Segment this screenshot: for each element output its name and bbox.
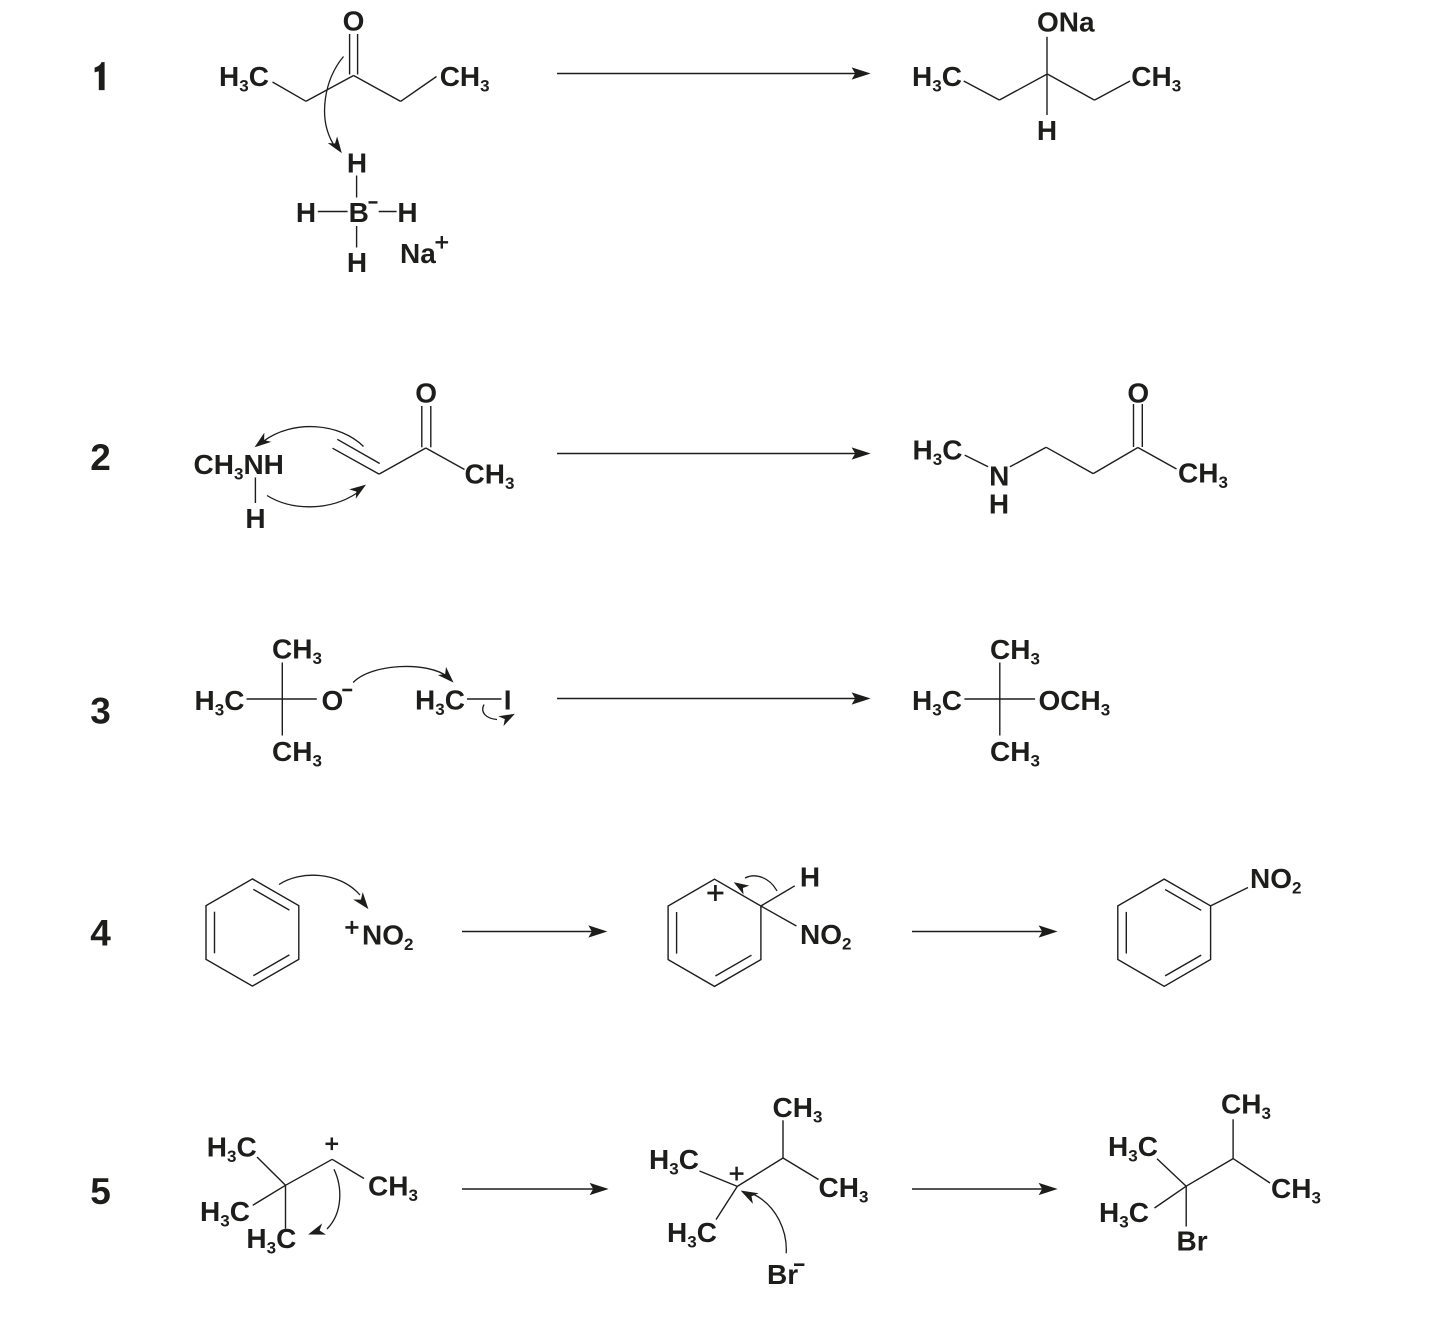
svg-text:H3C: H3C [195, 685, 245, 720]
svg-text:H: H [800, 862, 820, 893]
svg-text:H3C: H3C [219, 61, 269, 96]
svg-text:CH3: CH3 [1131, 61, 1181, 96]
svg-text:CH3: CH3 [368, 1170, 418, 1205]
svg-text:2: 2 [90, 437, 111, 478]
svg-text:CH3: CH3 [1178, 458, 1228, 493]
svg-text:H: H [989, 489, 1009, 520]
svg-text:H: H [347, 148, 367, 179]
svg-text:H: H [1037, 115, 1057, 146]
svg-text:OCH3: OCH3 [1039, 685, 1111, 720]
svg-text:NO2: NO2 [362, 920, 413, 955]
svg-text:CH3: CH3 [272, 634, 322, 669]
svg-text:5: 5 [90, 1171, 111, 1212]
svg-text:O: O [415, 378, 437, 409]
svg-text:H: H [245, 503, 265, 534]
svg-text:H: H [397, 197, 417, 228]
svg-text:Na: Na [400, 238, 436, 269]
svg-text:NO2: NO2 [800, 919, 851, 954]
svg-text:CH3: CH3 [465, 459, 515, 494]
svg-text:H3C: H3C [207, 1132, 257, 1167]
svg-text:ONa: ONa [1037, 7, 1095, 38]
svg-text:O: O [322, 685, 344, 716]
svg-text:CH3: CH3 [773, 1092, 823, 1127]
svg-text:I: I [504, 685, 512, 716]
svg-text:H3C: H3C [649, 1144, 699, 1179]
svg-text:H3C: H3C [1108, 1131, 1158, 1166]
svg-text:H3C: H3C [1099, 1197, 1149, 1232]
svg-text:H3C: H3C [912, 61, 962, 96]
svg-text:CH3: CH3 [1221, 1089, 1271, 1124]
svg-text:CH3: CH3 [272, 736, 322, 771]
svg-text:CH3: CH3 [990, 634, 1040, 669]
svg-text:H3C: H3C [200, 1196, 250, 1231]
svg-text:H3C: H3C [415, 685, 465, 720]
svg-text:H3C: H3C [246, 1223, 296, 1258]
svg-text:Br: Br [767, 1259, 798, 1290]
svg-text:N: N [989, 461, 1009, 492]
svg-text:H3C: H3C [667, 1217, 717, 1252]
svg-text:H3C: H3C [913, 435, 963, 470]
svg-text:H: H [296, 197, 316, 228]
svg-text:3: 3 [90, 691, 111, 732]
svg-text:Br: Br [1177, 1226, 1208, 1257]
svg-text:4: 4 [90, 913, 111, 954]
svg-text:CH3: CH3 [990, 736, 1040, 771]
svg-text:CH3NH: CH3NH [194, 449, 284, 484]
svg-text:O: O [343, 6, 365, 37]
svg-text:NO2: NO2 [1250, 863, 1301, 898]
svg-text:CH3: CH3 [440, 61, 490, 96]
svg-text:B: B [349, 197, 369, 228]
svg-text:O: O [1127, 378, 1149, 409]
svg-text:H3C: H3C [912, 685, 962, 720]
svg-text:H: H [347, 247, 367, 278]
svg-text:CH3: CH3 [1271, 1173, 1321, 1208]
svg-text:CH3: CH3 [819, 1172, 869, 1207]
